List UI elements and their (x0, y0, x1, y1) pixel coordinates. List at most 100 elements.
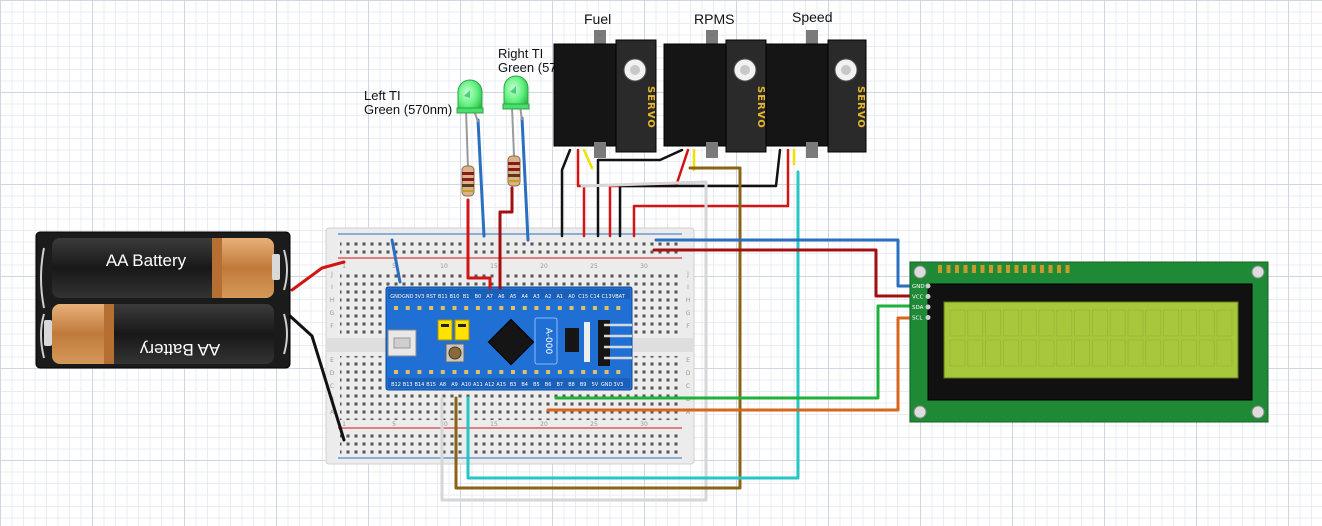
servo-speed-brand: SERVO (855, 86, 866, 129)
header-pin (452, 306, 457, 310)
pin-label-bottom: B3 (510, 382, 517, 388)
pin-label-top: B10 (450, 294, 460, 300)
header-pin (546, 306, 551, 310)
header-pin (499, 306, 504, 310)
header-pin (557, 306, 562, 310)
pin-label-top: 3V3 (415, 294, 425, 300)
wire-brown (454, 166, 742, 490)
header-pin (475, 370, 480, 374)
column-number: 15 (490, 421, 498, 428)
wire-lcd-gnd (654, 238, 930, 288)
column-number: 30 (640, 421, 648, 428)
header-pin (417, 370, 422, 374)
rail-holes-bottom (340, 432, 680, 454)
lcd-pin (972, 265, 976, 273)
lcd-cell (1163, 309, 1179, 337)
row-letter: D (686, 370, 691, 377)
mcu-chip (487, 318, 535, 366)
header-pin (475, 306, 480, 310)
column-number: 5 (392, 421, 396, 428)
header-pin (487, 306, 492, 310)
header-pin (604, 306, 609, 310)
lcd-cell (1198, 339, 1215, 367)
header-pin (534, 370, 539, 374)
header-pin (394, 370, 398, 374)
row-letter: A (686, 409, 691, 416)
servo-fuel: SERVO (553, 30, 657, 158)
header-pin (417, 306, 422, 310)
pin-label-top: VBAT (612, 294, 626, 300)
column-number: 5 (392, 263, 396, 270)
pin-label-top: RST (426, 294, 437, 300)
pin-label-bottom: A8 (439, 382, 446, 388)
lcd-cell (1092, 339, 1108, 367)
wire-left-led-blue (476, 118, 486, 238)
row-letter: E (686, 357, 690, 364)
pin-label-bottom: B7 (556, 382, 563, 388)
pin-label-bottom: A15 (496, 382, 506, 388)
column-number: 25 (590, 421, 598, 428)
header-pin (616, 370, 621, 374)
lcd-cell (1181, 309, 1197, 337)
boot-jumper-0[interactable] (437, 319, 453, 341)
header-pin (592, 306, 597, 310)
row-letter: J (330, 271, 333, 278)
battery-cell-top: AA Battery (52, 238, 280, 298)
header-pin (581, 306, 586, 310)
lcd-cell (1074, 339, 1090, 367)
pin-label-bottom: B4 (521, 382, 528, 388)
servo-rpms-label: RPMS (694, 11, 734, 27)
column-number: 20 (540, 263, 548, 270)
lcd-cell (1216, 309, 1233, 337)
lcd-pin (963, 265, 968, 273)
lcd-cell (1056, 309, 1073, 337)
servo-rpms-brand: SERVO (755, 86, 766, 129)
lcd-pin (980, 265, 985, 273)
wire-left-led-red (466, 198, 492, 290)
column-number: 1 (342, 421, 346, 428)
lcd-cell (1181, 339, 1197, 367)
pin-label-top: GND (390, 294, 402, 300)
header-pin (429, 306, 434, 310)
lcd-pin (1014, 265, 1019, 273)
lcd-cell (1109, 309, 1126, 337)
column-number: 15 (490, 263, 498, 270)
lcd-cell (1127, 339, 1144, 367)
header-pin (592, 370, 597, 374)
wire-battery-positive (290, 260, 346, 292)
lcd-pin (1057, 265, 1061, 273)
servo-rpms: SERVO (663, 30, 767, 158)
boot-jumper-1[interactable] (454, 319, 470, 341)
wire-lcd-vcc (652, 248, 930, 298)
pin-label-bottom: A9 (451, 382, 458, 388)
row-letter: H (686, 297, 691, 304)
lcd-pin (1040, 265, 1044, 273)
row-letter: G (686, 310, 691, 317)
row-letter: D (330, 370, 335, 377)
left-led-name: Left TI (364, 88, 401, 103)
header-pin (394, 306, 398, 310)
lcd-cell (1003, 309, 1019, 337)
header-pin (452, 370, 457, 374)
pin-label-bottom: B6 (545, 382, 552, 388)
column-number: 20 (540, 421, 548, 428)
servo-speed-label: Speed (792, 9, 832, 25)
lcd-cell (1038, 309, 1055, 337)
wire-right-led-blue (520, 116, 530, 242)
pin-label-top: A2 (545, 294, 552, 300)
header-pin (522, 306, 527, 310)
lcd-io-pin (925, 304, 931, 310)
header-pin (557, 370, 562, 374)
lcd-pin (955, 265, 959, 273)
pin-label-top: B0 (475, 294, 482, 300)
lcd-pin (1023, 265, 1027, 273)
pin-label-top: A5 (510, 294, 517, 300)
lcd-cell (1145, 309, 1162, 337)
header-pin (616, 306, 621, 310)
lcd-pin (989, 265, 993, 273)
wire-speed-ground (618, 148, 782, 238)
